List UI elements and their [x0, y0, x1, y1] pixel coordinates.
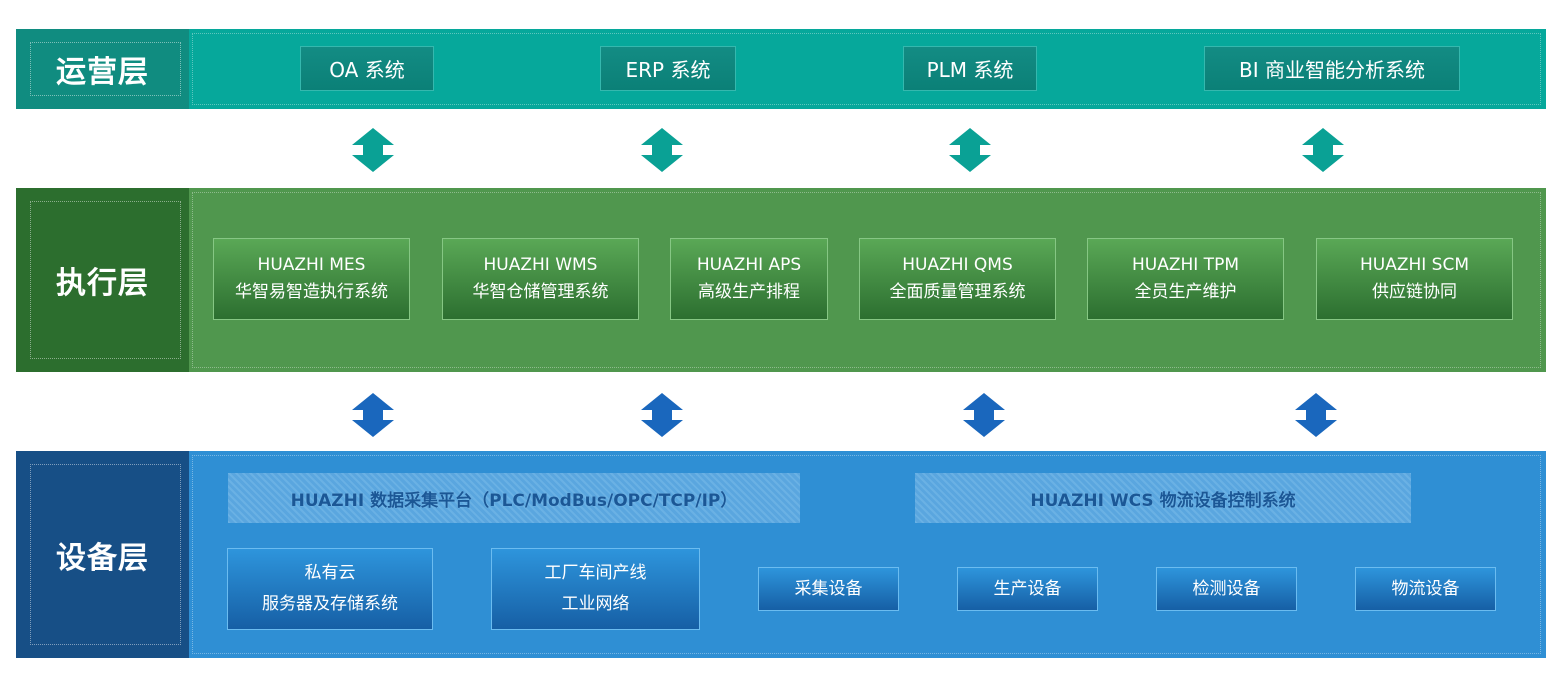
execution-layer: 执行层 HUAZHI MES 华智易智造执行系统 HUAZHI WMS 华智仓储… [16, 188, 1546, 372]
mes-system-box[interactable]: HUAZHI MES 华智易智造执行系统 [213, 238, 410, 320]
bidirectional-arrow-icon [963, 393, 1005, 437]
data-collection-platform[interactable]: HUAZHI 数据采集平台（PLC/ModBus/OPC/TCP/IP） [228, 473, 800, 523]
infra-line1: 私有云 [304, 563, 356, 583]
bidirectional-arrow-icon [641, 128, 683, 172]
device-layer: 设备层 HUAZHI 数据采集平台（PLC/ModBus/OPC/TCP/IP）… [16, 451, 1546, 658]
erp-system-box[interactable]: ERP 系统 [600, 46, 736, 91]
scm-system-box[interactable]: HUAZHI SCM 供应链协同 [1316, 238, 1513, 320]
private-cloud-box[interactable]: 私有云 服务器及存储系统 [227, 548, 433, 630]
infra-line2: 工业网络 [561, 594, 630, 614]
tpm-system-box[interactable]: HUAZHI TPM 全员生产维护 [1087, 238, 1284, 320]
wms-system-box[interactable]: HUAZHI WMS 华智仓储管理系统 [442, 238, 639, 320]
execution-layer-body: HUAZHI MES 华智易智造执行系统 HUAZHI WMS 华智仓储管理系统… [189, 188, 1546, 372]
system-name: HUAZHI MES [257, 255, 366, 275]
system-name: HUAZHI QMS [902, 255, 1013, 275]
device-layer-label: 设备层 [16, 451, 189, 658]
system-name: HUAZHI APS [696, 255, 802, 275]
system-desc: 全面质量管理系统 [889, 282, 1026, 302]
wcs-control-system[interactable]: HUAZHI WCS 物流设备控制系统 [915, 473, 1411, 523]
aps-system-box[interactable]: HUAZHI APS 高级生产排程 [670, 238, 828, 320]
system-name: HUAZHI WMS [483, 255, 598, 275]
system-desc: 供应链协同 [1372, 282, 1457, 302]
operation-layer-label: 运营层 [16, 29, 189, 109]
device-layer-body: HUAZHI 数据采集平台（PLC/ModBus/OPC/TCP/IP） HUA… [189, 451, 1546, 658]
operation-layer: 运营层 OA 系统 ERP 系统 PLM 系统 BI 商业智能分析系统 [16, 29, 1546, 109]
execution-layer-label: 执行层 [16, 188, 189, 372]
system-desc: 高级生产排程 [698, 282, 800, 302]
bidirectional-arrow-icon [949, 128, 991, 172]
infra-line1: 工厂车间产线 [544, 563, 647, 583]
operation-layer-body: OA 系统 ERP 系统 PLM 系统 BI 商业智能分析系统 [189, 29, 1546, 109]
system-desc: 华智仓储管理系统 [472, 282, 609, 302]
infra-line2: 服务器及存储系统 [262, 594, 398, 614]
oa-system-box[interactable]: OA 系统 [300, 46, 434, 91]
system-desc: 全员生产维护 [1134, 282, 1237, 302]
system-name: HUAZHI SCM [1359, 255, 1470, 275]
plm-system-box[interactable]: PLM 系统 [903, 46, 1037, 91]
collection-equipment-box[interactable]: 采集设备 [758, 567, 899, 611]
bidirectional-arrow-icon [352, 128, 394, 172]
bi-system-box[interactable]: BI 商业智能分析系统 [1204, 46, 1460, 91]
bidirectional-arrow-icon [1295, 393, 1337, 437]
bidirectional-arrow-icon [641, 393, 683, 437]
bidirectional-arrow-icon [352, 393, 394, 437]
inspection-equipment-box[interactable]: 检测设备 [1156, 567, 1297, 611]
factory-network-box[interactable]: 工厂车间产线 工业网络 [491, 548, 700, 630]
qms-system-box[interactable]: HUAZHI QMS 全面质量管理系统 [859, 238, 1056, 320]
system-desc: 华智易智造执行系统 [235, 282, 388, 302]
system-name: HUAZHI TPM [1131, 255, 1239, 275]
bidirectional-arrow-icon [1302, 128, 1344, 172]
production-equipment-box[interactable]: 生产设备 [957, 567, 1098, 611]
logistics-equipment-box[interactable]: 物流设备 [1355, 567, 1496, 611]
